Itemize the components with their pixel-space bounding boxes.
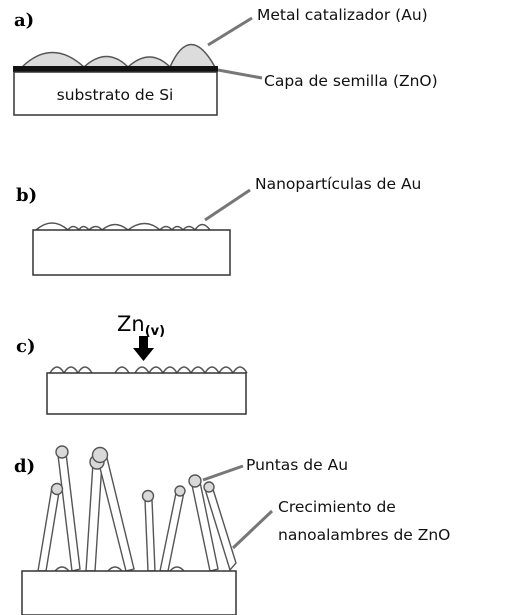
nanoparticle-leader-line (204, 188, 251, 222)
si-substrate (13, 71, 218, 116)
nanowire (144, 499, 156, 572)
panel-d-label: d) (14, 456, 35, 477)
nanowire (85, 462, 103, 572)
gold-tip (50, 482, 64, 496)
metal-leader-line (207, 16, 253, 47)
zn-vapor-label: Zn(v) (117, 312, 165, 339)
tips-leader-line (202, 464, 244, 482)
substrate-d (21, 570, 237, 615)
panel-b: b) Nanopartículas de Au (16, 175, 421, 276)
metal-catalyst-callout: Metal catalizador (Au) (257, 6, 428, 24)
seed-leader-line (217, 68, 263, 80)
nanoparticles-callout: Nanopartículas de Au (255, 175, 421, 193)
gold-tip (174, 485, 186, 497)
nanowire (37, 485, 61, 572)
panel-d: d) Puntas de Au (14, 445, 450, 615)
nanowire (96, 453, 135, 572)
gold-catalyst-film (20, 43, 217, 69)
gold-tip (55, 445, 69, 459)
zno-nanowires (37, 452, 237, 572)
panel-c-label: c) (16, 336, 35, 357)
substrate-c (46, 372, 247, 415)
base-nanoparticles (54, 566, 185, 572)
down-arrow-icon (133, 336, 154, 361)
panel-c: c) Zn(v) (16, 312, 248, 415)
panel-a: a) substrato de Si Metal catalizador (Au… (13, 6, 438, 116)
gold-tips-callout: Puntas de Au (246, 456, 348, 474)
panel-a-label: a) (14, 10, 34, 31)
substrate-b (32, 229, 231, 276)
seed-layer-callout: Capa de semilla (ZnO) (264, 72, 438, 90)
panel-b-label: b) (16, 185, 37, 206)
gold-tip (91, 446, 109, 464)
growth-callout-line2: nanoalambres de ZnO (278, 526, 450, 544)
growth-leader-line (231, 509, 274, 550)
growth-callout-line1: Crecimiento de (278, 498, 396, 516)
substrate-label: substrato de Si (57, 86, 174, 104)
nanowire (57, 452, 81, 572)
gold-tip (188, 474, 202, 488)
gold-nanoparticles (35, 222, 211, 232)
gold-nanoparticles-c (49, 366, 248, 375)
gold-tip (203, 481, 215, 493)
zno-seed-layer (13, 66, 218, 72)
gold-tips (50, 445, 215, 503)
nanowire (159, 491, 185, 572)
gold-tip (141, 489, 155, 503)
